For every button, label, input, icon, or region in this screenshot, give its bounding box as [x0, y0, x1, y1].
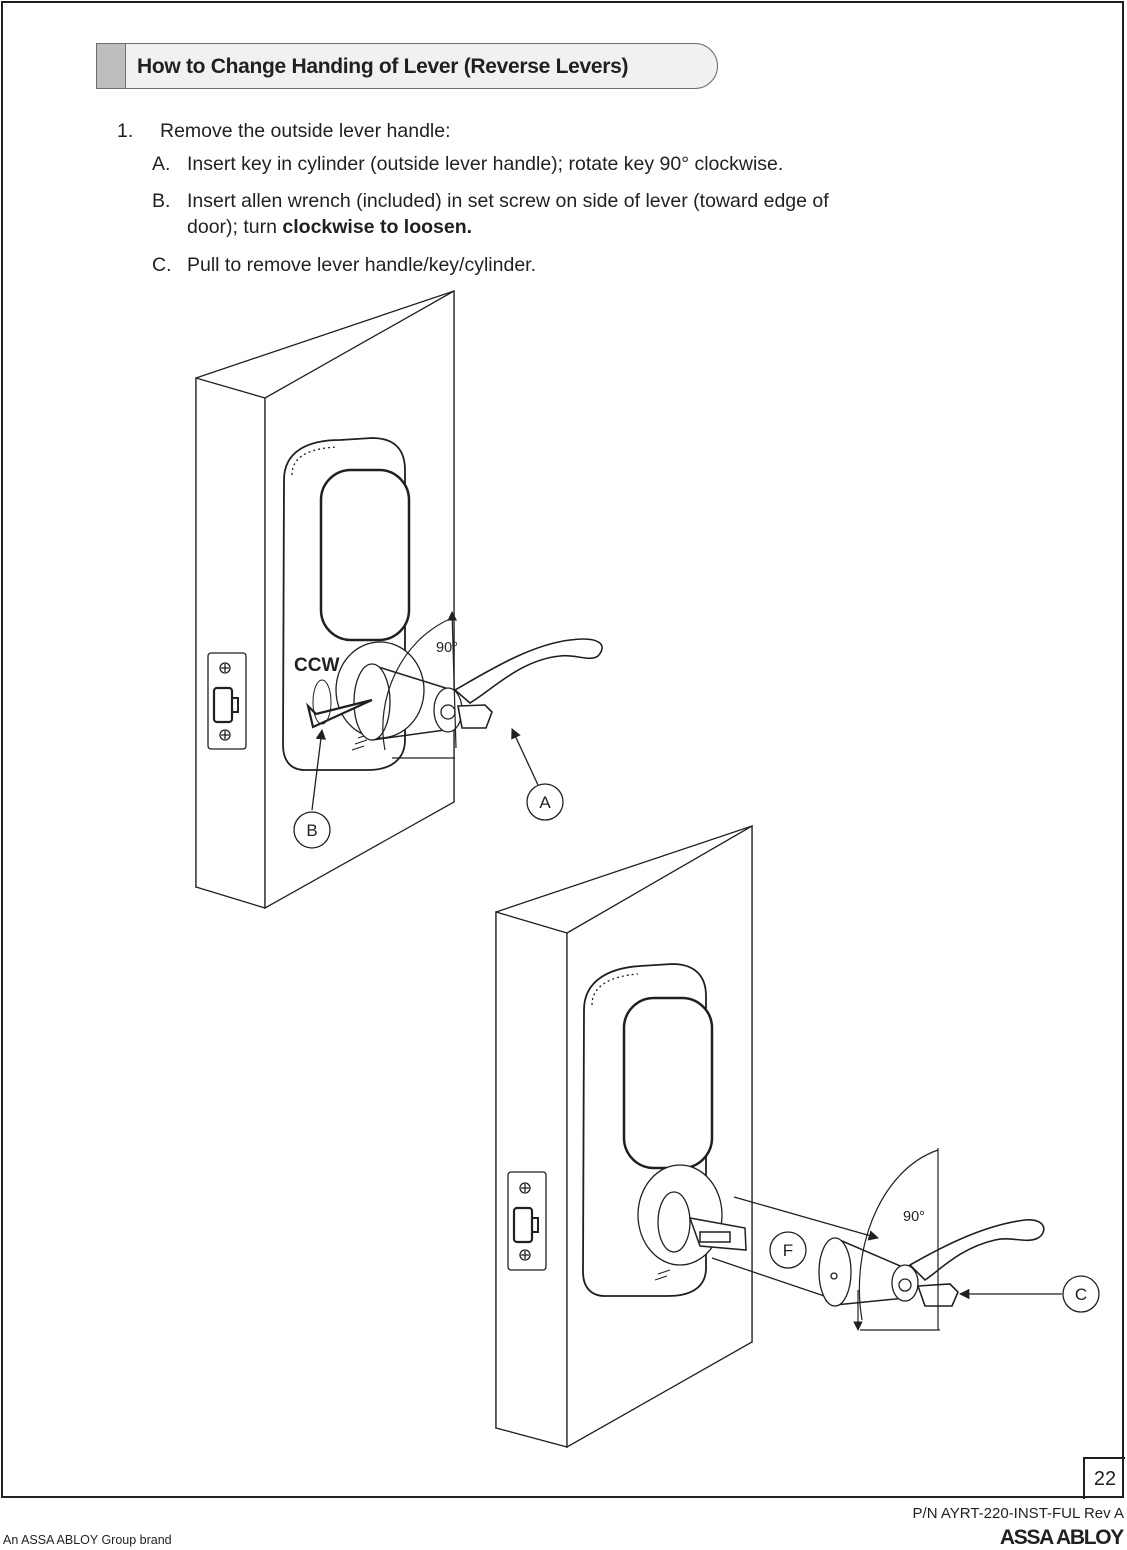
substep-b-line2: door); turn clockwise to loosen.	[187, 214, 472, 240]
step-1: 1. Remove the outside lever handle:	[117, 118, 451, 144]
rotation-arc-1	[382, 611, 458, 759]
substep-b-text-bold: clockwise to loosen.	[282, 216, 473, 238]
substep-b: B. Insert allen wrench (included) in set…	[152, 188, 829, 214]
leader-b	[311, 728, 326, 811]
leader-a	[511, 728, 539, 786]
substep-b-text-prefix: door); turn	[187, 216, 283, 238]
rotation-arc-2	[853, 1148, 940, 1331]
assa-abloy-logo: ASSA ABLOY	[999, 1526, 1124, 1549]
step-1-text: Remove the outside lever handle:	[160, 120, 451, 142]
section-header-tab	[97, 44, 126, 88]
callout-a-label: A	[539, 793, 551, 812]
angle-label-1: 90°	[436, 640, 458, 656]
part-number: P/N AYRT-220-INST-FUL Rev A	[912, 1505, 1124, 1522]
page-border	[1, 1, 1124, 1498]
substep-b-text-line1: Insert allen wrench (included) in set sc…	[187, 190, 829, 212]
substep-b-letter: B.	[152, 190, 171, 212]
substep-c-letter: C.	[152, 254, 172, 276]
pull-arrow-top	[733, 1196, 880, 1241]
callout-b-circle	[293, 811, 331, 849]
allen-wrench-icon	[306, 679, 373, 729]
callout-c-circle	[1062, 1275, 1100, 1313]
section-title: How to Change Handing of Lever (Reverse …	[137, 55, 629, 78]
section-header: How to Change Handing of Lever (Reverse …	[96, 43, 718, 89]
pull-arrow-bottom	[711, 1257, 837, 1302]
substep-a-text: Insert key in cylinder (outside lever ha…	[187, 153, 784, 175]
figure-1	[195, 289, 603, 910]
step-1-number: 1.	[117, 120, 134, 142]
substep-c-text: Pull to remove lever handle/key/cylinder…	[187, 254, 537, 276]
lock-body-2-icon	[582, 963, 747, 1297]
substep-a: A. Insert key in cylinder (outside lever…	[152, 151, 783, 177]
latch-plate-1-icon	[207, 652, 247, 750]
latch-plate-2-icon	[507, 1171, 547, 1271]
callout-f-label: F	[783, 1241, 793, 1260]
lock-body-1-icon	[282, 437, 425, 771]
figure-2	[495, 824, 1100, 1449]
callout-b-label: B	[306, 821, 317, 840]
ccw-label: CCW	[294, 655, 339, 676]
page-number: 22	[1083, 1457, 1125, 1499]
substep-a-letter: A.	[152, 153, 171, 175]
callout-a-circle	[526, 783, 564, 821]
brand-line: An ASSA ABLOY Group brand	[3, 1533, 172, 1547]
angle-label-2: 90°	[903, 1209, 925, 1225]
substep-c: C. Pull to remove lever handle/key/cylin…	[152, 252, 536, 278]
callout-c-label: C	[1075, 1285, 1087, 1304]
lever-handle-2-icon	[818, 1219, 1045, 1307]
callout-f-circle	[769, 1231, 807, 1269]
